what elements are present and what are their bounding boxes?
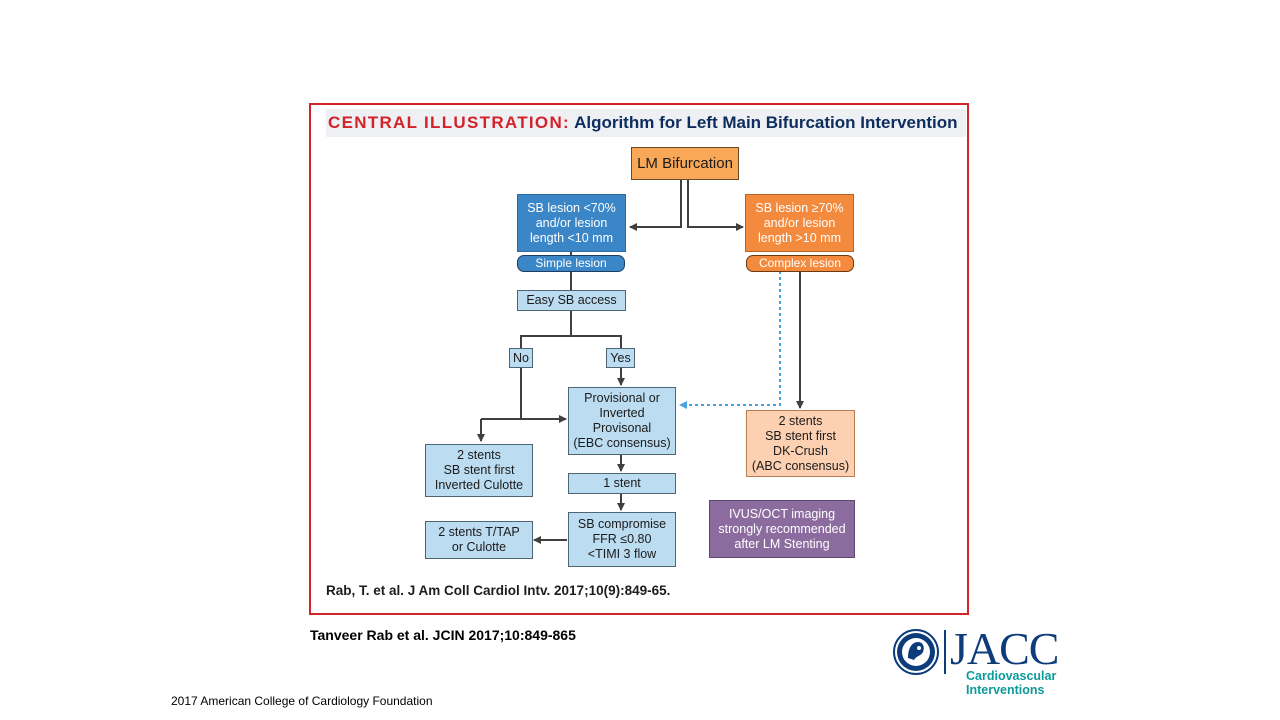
dk-line-2: SB stent first xyxy=(765,428,836,443)
jacc-logo: JACC Cardiovascular Interventions xyxy=(892,623,1082,698)
dk-line-4: (ABC consensus) xyxy=(751,458,850,473)
sb-simple-line-3: length <10 mm xyxy=(529,230,614,245)
connector-lm-to-simple xyxy=(629,179,682,231)
imaging-line-2: strongly recommended xyxy=(718,521,846,536)
node-sb-simple: SB lesion <70% and/or lesion length <10 … xyxy=(517,194,626,252)
logo-subtitle-1: Cardiovascular xyxy=(966,669,1057,683)
provisional-line-4: (EBC consensus) xyxy=(573,436,671,450)
sb-complex-line-2: and/or lesion xyxy=(763,215,836,230)
sb-complex-line-1: SB lesion ≥70% xyxy=(755,200,844,215)
pill-simple-lesion-text: Simple lesion xyxy=(535,256,607,270)
flowchart: LM Bifurcation SB lesion <70% and/or les… xyxy=(309,103,969,615)
provisional-line-3: Provisonal xyxy=(592,421,652,435)
culotte-line-2: SB stent first xyxy=(443,463,515,477)
title-label: CENTRAL ILLUSTRATION: xyxy=(328,113,570,132)
sb-simple-line-1: SB lesion <70% xyxy=(527,200,616,215)
title-bar: CENTRAL ILLUSTRATION: Algorithm for Left… xyxy=(326,109,966,137)
node-easy-sb-access-text: Easy SB access xyxy=(526,293,617,307)
acc-seal-icon xyxy=(893,629,939,675)
logo-divider xyxy=(944,630,946,674)
node-lm-bifurcation: LM Bifurcation xyxy=(631,147,739,180)
title-main: Algorithm for Left Main Bifurcation Inte… xyxy=(574,113,958,132)
node-imaging-note: IVUS/OCT imaging strongly recommended af… xyxy=(709,500,855,558)
node-two-stents-dk-crush: 2 stents SB stent first DK-Crush (ABC co… xyxy=(746,410,855,477)
imaging-line-1: IVUS/OCT imaging xyxy=(728,506,836,521)
illustration-title: CENTRAL ILLUSTRATION: Algorithm for Left… xyxy=(328,111,958,135)
dk-line-3: DK-Crush xyxy=(773,443,828,458)
node-sb-complex: SB lesion ≥70% and/or lesion length >10 … xyxy=(745,194,854,252)
node-one-stent-text: 1 stent xyxy=(603,476,641,490)
pill-complex-lesion: Complex lesion xyxy=(746,255,854,272)
figure-citation: Rab, T. et al. J Am Coll Cardiol Intv. 2… xyxy=(326,583,671,598)
node-lm-bifurcation-text: LM Bifurcation xyxy=(637,155,733,172)
node-sb-compromise: SB compromise FFR ≤0.80 <TIMI 3 flow xyxy=(568,512,676,567)
jacc-wordmark: JACC xyxy=(950,623,1059,674)
node-yes-text: Yes xyxy=(610,350,631,365)
pill-simple-lesion: Simple lesion xyxy=(517,255,625,272)
connector-access-yes xyxy=(571,335,622,348)
provisional-line-2: Inverted xyxy=(599,406,645,420)
compromise-line-2: FFR ≤0.80 xyxy=(592,532,652,546)
culotte-line-3: Inverted Culotte xyxy=(434,478,524,492)
dotted-connector-complex-to-provisional xyxy=(679,271,781,409)
connector-lm-to-complex xyxy=(687,179,744,231)
node-two-stents-tap: 2 stents T/TAP or Culotte xyxy=(425,521,533,559)
tap-line-1: 2 stents T/TAP xyxy=(438,525,520,539)
connector-access-split xyxy=(520,310,572,348)
node-two-stents-inverted-culotte: 2 stents SB stent first Inverted Culotte xyxy=(425,444,533,497)
pill-complex-lesion-text: Complex lesion xyxy=(758,256,842,270)
node-one-stent: 1 stent xyxy=(568,473,676,494)
flowchart-connectors xyxy=(477,179,804,544)
slide-reference: Tanveer Rab et al. JCIN 2017;10:849-865 xyxy=(310,627,576,643)
compromise-line-3: <TIMI 3 flow xyxy=(587,547,657,561)
node-yes: Yes xyxy=(606,348,635,368)
tap-line-2: or Culotte xyxy=(451,540,507,554)
copyright-notice: 2017 American College of Cardiology Foun… xyxy=(171,694,433,708)
node-easy-sb-access: Easy SB access xyxy=(517,290,626,311)
dk-line-1: 2 stents xyxy=(778,413,823,428)
compromise-line-1: SB compromise xyxy=(577,517,667,531)
sb-simple-line-2: and/or lesion xyxy=(535,215,608,230)
imaging-line-3: after LM Stenting xyxy=(734,536,830,551)
culotte-line-1: 2 stents xyxy=(457,448,501,462)
node-no: No xyxy=(509,348,533,368)
node-provisional: Provisional or Inverted Provisonal (EBC … xyxy=(568,387,676,455)
sb-complex-line-3: length >10 mm xyxy=(757,230,842,245)
node-no-text: No xyxy=(513,350,529,365)
logo-subtitle-2: Interventions xyxy=(966,683,1045,697)
provisional-line-1: Provisional or xyxy=(584,391,660,405)
